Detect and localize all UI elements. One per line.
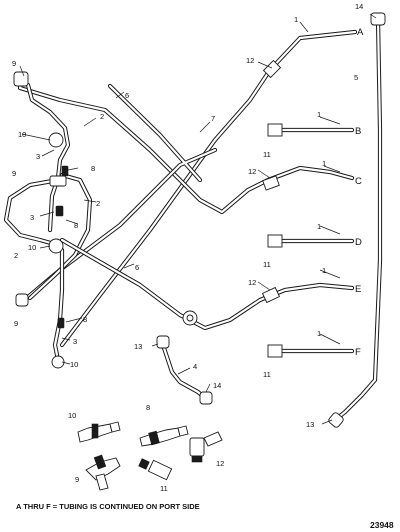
- port-side-note: A THRU F = TUBING IS CONTINUED ON PORT S…: [16, 502, 200, 511]
- callout-5: 5: [354, 73, 358, 82]
- callout-14-mid: 14: [213, 381, 221, 390]
- callout-3-top: 3: [36, 152, 40, 161]
- callout-1-d: 1: [317, 222, 321, 231]
- callouts: 1 14 12 5 9 6 7 2 1 10 11 3 1 8 12 9 2 3…: [12, 2, 363, 493]
- letter-e: E: [355, 284, 361, 295]
- check-valve-8-top: [61, 165, 69, 177]
- callout-12-legend: 12: [216, 459, 224, 468]
- figure-number: 23948: [370, 520, 394, 530]
- elbow-10-mid: [48, 238, 64, 254]
- callout-7: 7: [211, 114, 215, 123]
- legend-part-8: [139, 425, 189, 447]
- tee-9-mid: [49, 175, 67, 187]
- callout-6-bot: 6: [135, 263, 139, 272]
- leader-lines: [19, 13, 377, 425]
- callout-10-legend: 10: [68, 411, 76, 420]
- connector-12-e: [261, 286, 281, 304]
- callout-3-bot: 3: [73, 337, 77, 346]
- plug-11-f: [267, 344, 283, 358]
- elbow-9-top: [13, 71, 29, 87]
- elbow-13-mid: [156, 335, 170, 349]
- callout-13-bot: 13: [306, 420, 314, 429]
- callout-13-mid: 13: [134, 342, 142, 351]
- legend-part-9: [85, 454, 121, 491]
- callout-8-legend: 8: [146, 403, 150, 412]
- callout-1-c: 1: [322, 159, 326, 168]
- legend-parts: [77, 421, 223, 491]
- port-letters: A B C D E F: [355, 27, 364, 358]
- elbow-10-bot: [51, 355, 65, 369]
- callout-9-legend: 9: [75, 475, 79, 484]
- tube-a: [59, 29, 358, 348]
- elbow-13-bot: [328, 412, 344, 428]
- callout-2-mid: 2: [96, 199, 100, 208]
- callout-12-a: 12: [246, 56, 254, 65]
- legend-part-12: [189, 431, 223, 463]
- elbow-9-bot: [15, 293, 29, 307]
- callout-14-top: 14: [355, 2, 363, 11]
- plug-11-b: [267, 123, 283, 137]
- callout-11-b: 11: [263, 150, 271, 159]
- callout-9-mid: 9: [12, 169, 16, 178]
- callout-10-mid: 10: [28, 243, 36, 252]
- tube-6-bot: [59, 237, 355, 331]
- callout-1-b: 1: [317, 110, 321, 119]
- check-valve-8-mid: [55, 205, 64, 217]
- callout-3-mid: 3: [30, 213, 34, 222]
- callout-12-c: 12: [248, 167, 256, 176]
- callout-2-left: 2: [14, 251, 18, 260]
- callout-9-top: 9: [12, 59, 16, 68]
- connector-12-a: [262, 59, 282, 79]
- callout-11-f: 11: [263, 370, 271, 379]
- letter-f: F: [355, 347, 361, 358]
- callout-8-top: 8: [91, 164, 95, 173]
- callout-11-d: 11: [263, 260, 271, 269]
- callout-11-legend: 11: [160, 484, 168, 493]
- legend-part-10: [77, 421, 121, 443]
- check-valve-8-bot: [57, 317, 65, 329]
- letter-b: B: [355, 126, 361, 137]
- callout-1-e: 1: [322, 266, 326, 275]
- plug-11-d: [267, 234, 283, 248]
- fittings-main: [13, 12, 386, 428]
- elbow-14-top: [370, 12, 386, 26]
- callout-8-bot: 8: [83, 315, 87, 324]
- elbow-10-top: [48, 132, 64, 148]
- letter-a: A: [357, 27, 364, 38]
- callout-4: 4: [193, 362, 197, 371]
- callout-1-f: 1: [317, 329, 321, 338]
- callout-6-top: 6: [125, 91, 129, 100]
- callout-12-e: 12: [248, 278, 256, 287]
- connector-12-c: [262, 175, 280, 191]
- callout-10-top: 10: [18, 130, 26, 139]
- callout-1-a: 1: [294, 15, 298, 24]
- tube-group: [3, 17, 383, 423]
- legend-part-11: [138, 458, 173, 481]
- callout-10-bot: 10: [70, 360, 78, 369]
- elbow-14-mid: [199, 391, 213, 405]
- callout-2-top: 2: [100, 112, 104, 121]
- tube-4: [160, 342, 208, 401]
- callout-8-mid: 8: [74, 221, 78, 230]
- callout-9-bot: 9: [14, 319, 18, 328]
- letter-d: D: [355, 237, 362, 248]
- letter-c: C: [355, 176, 362, 187]
